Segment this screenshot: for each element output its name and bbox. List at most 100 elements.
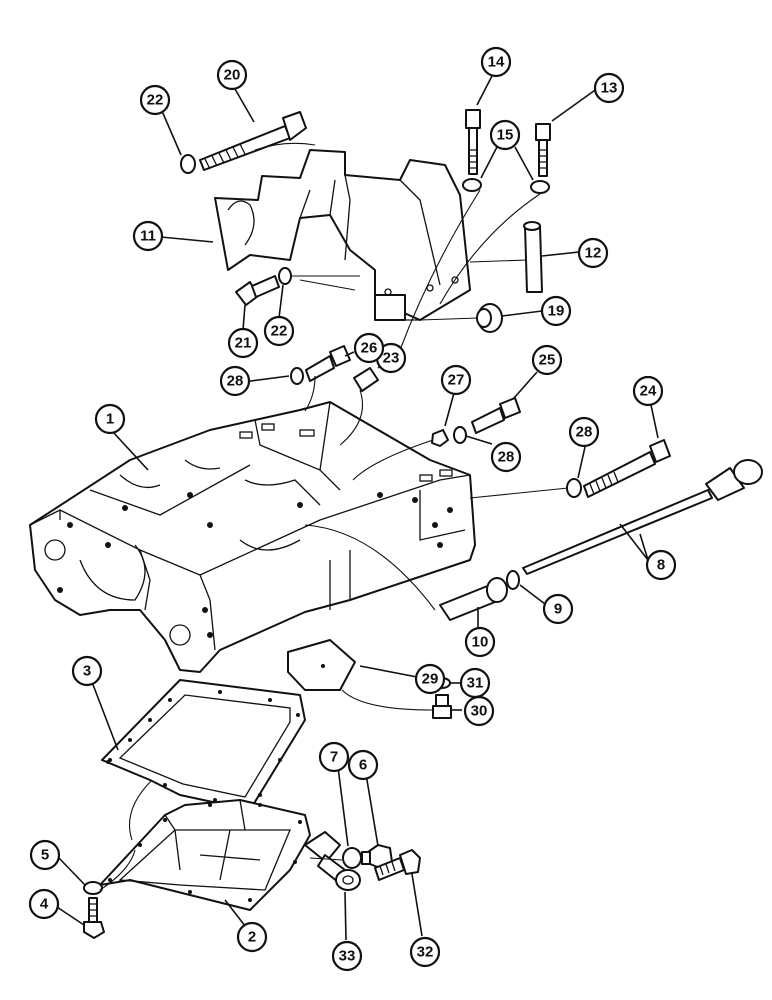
washer-28-mid <box>453 426 467 444</box>
main-frame-1 <box>29 401 476 673</box>
svg-text:3: 3 <box>83 663 91 680</box>
sleeve-23 <box>353 367 379 392</box>
washer-5 <box>83 881 103 895</box>
callout-3: 3 <box>71 655 103 687</box>
svg-text:5: 5 <box>41 847 49 864</box>
bolt-14 <box>465 109 481 175</box>
svg-text:20: 20 <box>224 67 241 84</box>
dowel-12 <box>523 221 543 293</box>
callout-27: 27 <box>440 364 472 396</box>
callout-30: 30 <box>463 695 495 727</box>
svg-text:21: 21 <box>235 335 252 352</box>
svg-text:31: 31 <box>467 675 484 692</box>
washer-28-right <box>566 478 582 498</box>
callout-10: 10 <box>464 626 496 658</box>
lockwasher-15-left <box>462 178 482 192</box>
nut-27 <box>431 429 449 447</box>
washer-7 <box>342 847 362 869</box>
callout-24: 24 <box>632 375 664 407</box>
svg-text:24: 24 <box>640 383 657 400</box>
callout-11: 11 <box>132 220 164 252</box>
svg-text:28: 28 <box>576 424 593 441</box>
washer-28-left <box>290 367 304 385</box>
callout-33: 33 <box>331 940 363 972</box>
svg-text:26: 26 <box>361 340 378 357</box>
leader-lines <box>56 75 659 941</box>
svg-text:27: 27 <box>448 372 465 389</box>
svg-text:9: 9 <box>554 601 562 618</box>
svg-text:8: 8 <box>657 557 665 574</box>
callout-32: 32 <box>409 936 441 968</box>
bolt-32 <box>374 849 421 881</box>
svg-text:14: 14 <box>488 54 505 71</box>
bolt-25 <box>471 397 521 434</box>
callout-28-left: 28 <box>219 365 251 397</box>
svg-text:12: 12 <box>585 245 602 262</box>
svg-text:1: 1 <box>106 411 114 428</box>
callout-20: 20 <box>216 59 248 91</box>
callout-5: 5 <box>29 839 61 871</box>
callout-29: 29 <box>414 663 446 695</box>
svg-text:6: 6 <box>359 757 367 774</box>
washer-22-lower <box>278 267 292 285</box>
bolt-13 <box>535 123 551 177</box>
callout-22-top: 22 <box>139 84 171 116</box>
washer-22-top <box>180 154 196 174</box>
svg-text:29: 29 <box>422 671 439 688</box>
svg-text:22: 22 <box>147 92 164 109</box>
callout-14: 14 <box>480 46 512 78</box>
svg-text:33: 33 <box>339 948 356 965</box>
svg-text:13: 13 <box>601 80 618 97</box>
lockwasher-15-right <box>530 180 550 194</box>
callout-28-right: 28 <box>568 416 600 448</box>
svg-text:15: 15 <box>497 127 514 144</box>
banjo-fitting-33 <box>304 831 361 891</box>
svg-text:10: 10 <box>472 634 489 651</box>
bolt-24 <box>583 439 671 498</box>
callout-22-lower: 22 <box>263 315 295 347</box>
svg-text:7: 7 <box>330 749 338 766</box>
svg-text:30: 30 <box>471 703 488 720</box>
svg-text:2: 2 <box>248 929 256 946</box>
svg-text:19: 19 <box>548 303 565 320</box>
callout-19: 19 <box>540 295 572 327</box>
svg-text:28: 28 <box>498 449 515 466</box>
callout-13: 13 <box>593 72 625 104</box>
o-ring-9 <box>506 570 520 590</box>
callout-9: 9 <box>542 593 574 625</box>
gasket-3 <box>101 679 306 811</box>
guide-lines <box>99 142 569 891</box>
callout-4: 4 <box>28 888 60 920</box>
bolt-26 <box>305 345 351 382</box>
callout-1: 1 <box>94 403 126 435</box>
callout-7: 7 <box>318 741 350 773</box>
tube-10 <box>439 577 508 621</box>
svg-text:32: 32 <box>417 944 434 961</box>
callout-25: 25 <box>531 344 563 376</box>
dipstick-8 <box>522 459 763 575</box>
callout-28-mid: 28 <box>490 441 522 473</box>
svg-text:22: 22 <box>271 323 288 340</box>
bushing-19 <box>476 303 503 333</box>
oil-pan-2 <box>99 799 311 911</box>
bracket-11 <box>214 149 471 321</box>
callout-6: 6 <box>347 749 379 781</box>
bolt-21 <box>235 275 280 306</box>
callout-8: 8 <box>645 549 677 581</box>
svg-text:23: 23 <box>383 350 400 367</box>
callout-12: 12 <box>577 237 609 269</box>
svg-text:28: 28 <box>227 373 244 390</box>
callout-2: 2 <box>236 921 268 953</box>
bolt-4 <box>83 897 105 939</box>
callout-23: 23 <box>375 342 407 374</box>
cover-plate-29 <box>287 639 356 691</box>
callout-26: 26 <box>353 332 385 364</box>
callout-21: 21 <box>227 327 259 359</box>
svg-text:25: 25 <box>539 352 556 369</box>
long-bolt-20 <box>199 111 307 171</box>
callout-31: 31 <box>459 667 491 699</box>
svg-text:4: 4 <box>40 896 49 913</box>
svg-text:11: 11 <box>140 228 156 245</box>
bolt-30 <box>432 694 452 719</box>
